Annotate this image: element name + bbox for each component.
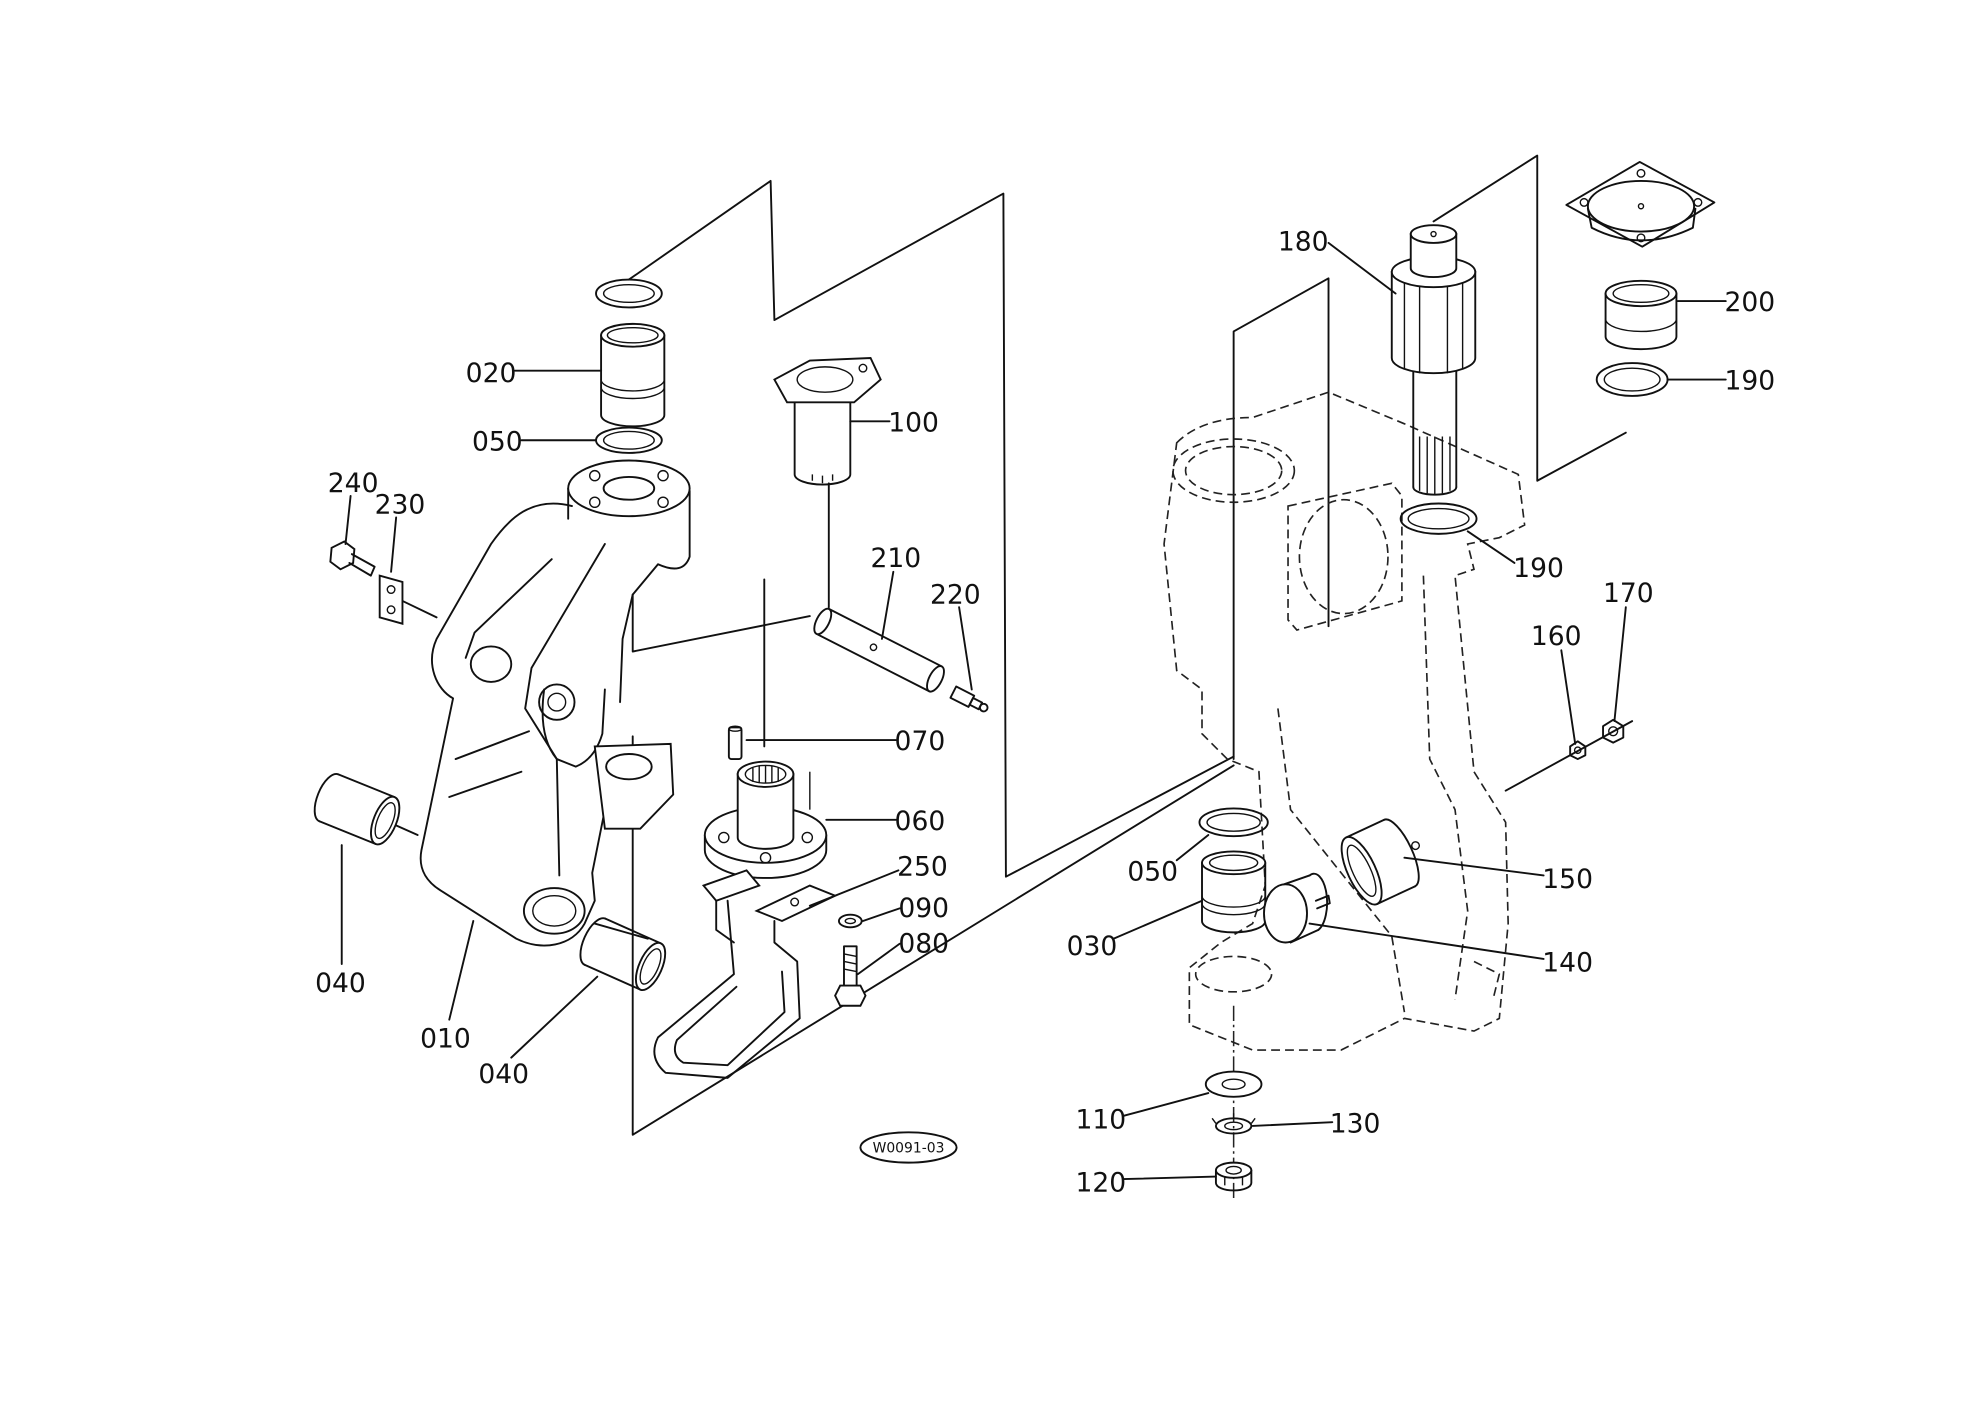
- bracket-250: [653, 869, 838, 1079]
- diagram-id: W0091-03: [873, 1141, 945, 1157]
- washer-110: [1204, 1070, 1263, 1098]
- callout-labels: 020 050 100 240 230 210 220 070 060 250 …: [315, 226, 1775, 1198]
- pinion-shaft-180: [1390, 224, 1477, 496]
- castle-nut-120: [1214, 1161, 1253, 1192]
- callout-230: 230: [375, 490, 426, 521]
- callout-250: 250: [897, 851, 948, 882]
- callout-190-lower: 190: [1513, 553, 1564, 584]
- callout-170: 170: [1603, 578, 1654, 609]
- callout-020: 020: [466, 358, 517, 389]
- spring-pin-070: [727, 725, 743, 761]
- washer-090: [837, 913, 863, 929]
- axle-housing: [1163, 391, 1526, 1051]
- shim-ring-190-lower: [1399, 502, 1478, 535]
- bolt-080: [834, 945, 867, 1007]
- callout-080: 080: [898, 929, 949, 960]
- callout-140: 140: [1542, 948, 1593, 979]
- callout-220: 220: [930, 579, 981, 610]
- cap-100: [773, 357, 882, 486]
- snap-ring-top: [595, 278, 663, 309]
- callout-240: 240: [328, 468, 379, 499]
- callout-090: 090: [898, 893, 949, 924]
- callout-200: 200: [1724, 287, 1775, 318]
- diagram-id-badge: W0091-03: [859, 1131, 958, 1164]
- callout-190-upper: 190: [1724, 366, 1775, 397]
- callout-110: 110: [1075, 1104, 1126, 1135]
- pin-210: [813, 607, 945, 693]
- knuckle-arm-010: [419, 459, 691, 947]
- callout-010: 010: [420, 1024, 471, 1055]
- bushing-040-right: [579, 917, 667, 991]
- grease-nipple-220: [949, 685, 989, 713]
- lock-washer-130: [1211, 1113, 1256, 1135]
- callout-040-right: 040: [478, 1059, 529, 1090]
- callout-120: 120: [1075, 1168, 1126, 1199]
- callout-050-right: 050: [1127, 857, 1178, 888]
- nut-160: [1569, 740, 1587, 761]
- bushing-200: [1604, 279, 1678, 351]
- plug-140: [1263, 872, 1331, 944]
- nut-170: [1602, 718, 1625, 744]
- callout-030: 030: [1067, 931, 1118, 962]
- callout-180: 180: [1278, 226, 1329, 257]
- lock-plate-230: [378, 574, 404, 625]
- cover: [1565, 160, 1716, 248]
- shim-ring-050-left: [595, 426, 663, 454]
- callout-070: 070: [895, 726, 946, 757]
- callout-210: 210: [871, 543, 922, 574]
- bushing-030: [1201, 850, 1267, 934]
- shim-ring-190-upper: [1595, 362, 1669, 397]
- callout-100: 100: [888, 407, 939, 438]
- bushing-020: [600, 322, 666, 428]
- shim-ring-050-right: [1198, 807, 1269, 838]
- callout-060: 060: [895, 806, 946, 837]
- callout-160: 160: [1531, 621, 1582, 652]
- flange-060: [703, 760, 828, 879]
- bushing-040-left: [313, 773, 401, 846]
- callout-150: 150: [1542, 864, 1593, 895]
- callout-040-left: 040: [315, 968, 366, 999]
- assembly-guide-lines: [393, 154, 1634, 1202]
- leader-lines: [340, 241, 1727, 1181]
- callout-050-left: 050: [472, 426, 523, 457]
- callout-130: 130: [1330, 1108, 1381, 1139]
- bolt-240: [329, 540, 376, 577]
- seal-cap-150: [1340, 818, 1421, 906]
